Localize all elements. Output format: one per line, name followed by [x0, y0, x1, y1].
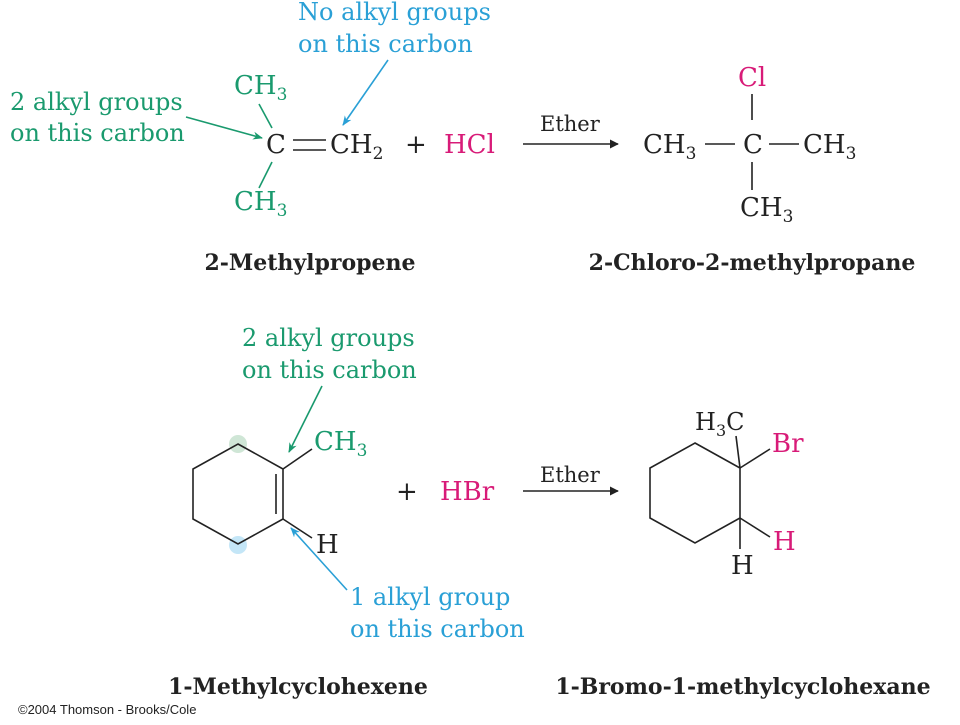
reactant2-ch3: CH3 [314, 427, 367, 461]
reaction2-reagent-hbr: HBr [440, 477, 495, 507]
annotation-2-alkyl-line1: 2 alkyl groups [10, 88, 183, 116]
product1-ch3-bottom: CH3 [740, 193, 793, 227]
reactant1-name: 2-Methylpropene [204, 250, 415, 276]
annotation-arrow-no-alkyl [342, 59, 389, 126]
product2-br: Br [772, 429, 804, 459]
reaction2-solvent-label: Ether [540, 463, 601, 487]
annotation2-arrow-1-alkyl [290, 527, 348, 591]
cyclohexane-ring [649, 442, 741, 544]
annotation2-arrow-2-alkyl [288, 385, 323, 453]
reactant1-ch3-bottom: CH3 [234, 187, 287, 221]
bond-ch3-top [258, 103, 273, 129]
cyclohexene-ring [192, 443, 284, 545]
ch3-top-text: CH [234, 71, 277, 101]
annotation-arrow-2-alkyl [185, 116, 263, 140]
alkyl-carbon-highlight-blue [229, 536, 247, 554]
product2-name: 1-Bromo-1-methylcyclohexane [555, 674, 930, 700]
annotation2-1-alkyl-line2: on this carbon [350, 615, 525, 643]
annotation-no-alkyl-line2: on this carbon [298, 30, 473, 58]
reaction-2: 2 alkyl groups on this carbon CH3 H 1 al… [168, 324, 931, 700]
product1-central-carbon: C [743, 130, 763, 160]
annotation-2-alkyl-line2: on this carbon [10, 119, 185, 147]
product2-h3c: H3C [695, 408, 745, 440]
product1-ch3-right: CH3 [803, 130, 856, 164]
bond-ring-h-magenta [739, 517, 771, 538]
annotation2-2-alkyl-line1: 2 alkyl groups [242, 324, 415, 352]
reactant1-ch3-top: CH3 [234, 71, 287, 105]
annotation2-2-alkyl-line2: on this carbon [242, 356, 417, 384]
reaction-1: No alkyl groups on this carbon 2 alkyl g… [10, 0, 915, 276]
annotation2-1-alkyl-line1: 1 alkyl group [350, 583, 510, 611]
bond-ring-ch3 [282, 448, 313, 470]
product2-h-bottom: H [731, 551, 754, 581]
reactant1-ch2: CH2 [330, 130, 383, 164]
bond-ring-br [739, 448, 771, 469]
annotation-no-alkyl-line1: No alkyl groups [298, 0, 491, 26]
reaction1-reagent-hcl: HCl [444, 130, 495, 160]
product2-h-magenta: H [773, 527, 796, 557]
product1-name: 2-Chloro-2-methylpropane [589, 250, 916, 276]
bond-ch3-bottom [258, 161, 273, 189]
reactant1-central-carbon: C [266, 130, 286, 160]
product1-ch3-left: CH3 [643, 130, 696, 164]
reactant2-name: 1-Methylcyclohexene [168, 674, 428, 700]
reaction2-plus: + [396, 477, 418, 507]
reaction1-plus: + [405, 130, 427, 160]
reactant2-h: H [316, 530, 339, 560]
bond-ring-h3c [735, 435, 741, 469]
copyright-credit: ©2004 Thomson - Brooks/Cole [18, 702, 196, 717]
reaction1-solvent-label: Ether [540, 112, 601, 136]
product1-cl: Cl [738, 63, 766, 93]
